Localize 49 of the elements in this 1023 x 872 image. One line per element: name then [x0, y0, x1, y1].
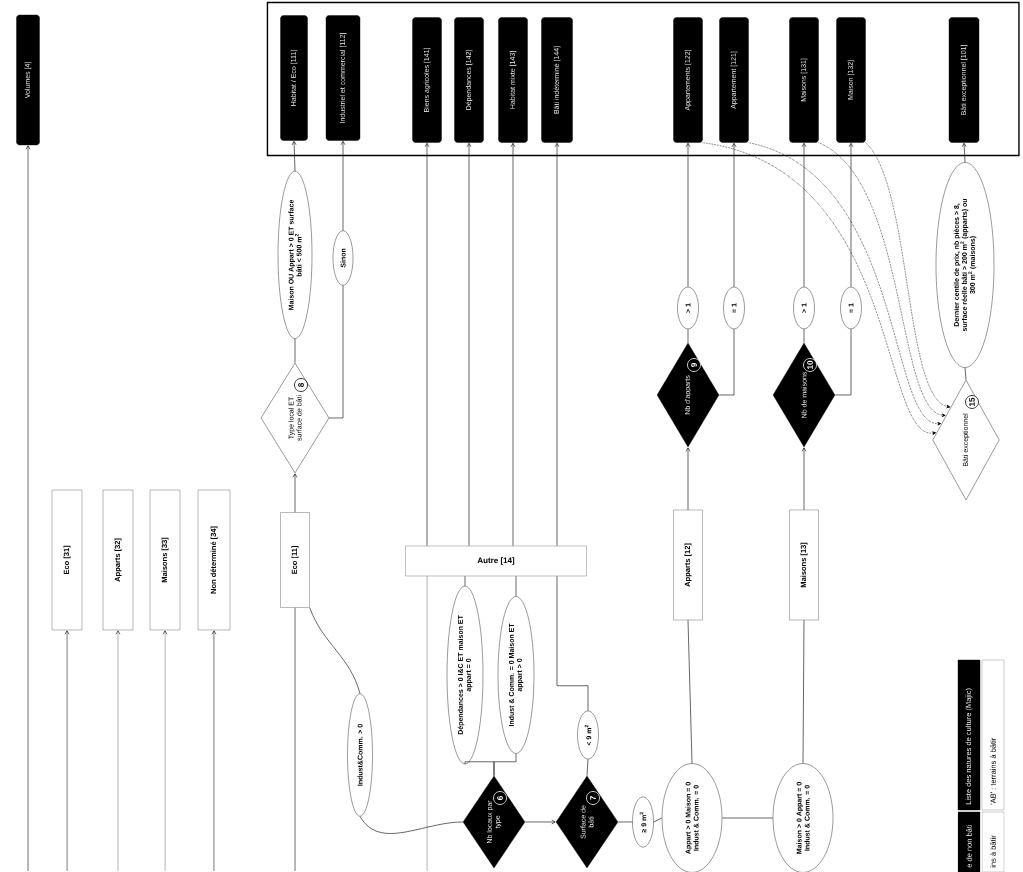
- arrow: [524, 819, 556, 825]
- arrow: [702, 142, 937, 435]
- step-number: 15: [965, 395, 979, 409]
- arrow: [685, 447, 691, 511]
- connector-line: [802, 619, 805, 764]
- step-number: 10: [803, 358, 817, 372]
- step-number: 6: [493, 791, 507, 805]
- arrow: [64, 630, 70, 872]
- arrow: [291, 141, 297, 172]
- arrow: [510, 143, 516, 547]
- connector-line: [515, 575, 517, 597]
- connector-line: [964, 367, 967, 381]
- connector-line: [309, 607, 361, 694]
- connector-line: [556, 575, 589, 712]
- step-number: 8: [294, 378, 308, 392]
- arrow: [25, 145, 31, 872]
- group-frame: [266, 1, 1020, 157]
- connector-line: [294, 338, 296, 364]
- connector-line: [803, 328, 805, 344]
- connector-line: [834, 328, 852, 396]
- arrow: [340, 141, 346, 231]
- arrow: [848, 143, 854, 288]
- connector-line: [687, 619, 693, 764]
- connector-line: [359, 816, 464, 834]
- arrow: [424, 143, 430, 547]
- arrow: [801, 447, 807, 511]
- arrow: [554, 143, 560, 547]
- connector-line: [328, 285, 344, 419]
- class-box: Autre [14]: [405, 545, 587, 577]
- arrow: [466, 143, 472, 547]
- connector-line: [464, 575, 466, 587]
- arrow: [292, 473, 298, 513]
- arrow: [731, 143, 737, 288]
- arrow: [685, 143, 691, 288]
- connector-line: [721, 817, 774, 819]
- arrow: [818, 142, 946, 417]
- arrow: [961, 143, 967, 163]
- connector-line: [493, 753, 517, 777]
- connector-line: [687, 328, 689, 344]
- step-number: 9: [687, 358, 701, 372]
- arrow: [748, 142, 942, 426]
- arrow: [801, 143, 807, 288]
- connector-line: [617, 821, 633, 823]
- connector-line: [718, 328, 735, 396]
- connector-line: [653, 817, 663, 823]
- connector-line: [294, 607, 296, 872]
- arrow: [211, 630, 217, 872]
- step-number: 7: [586, 791, 600, 805]
- connector-line: [586, 758, 589, 777]
